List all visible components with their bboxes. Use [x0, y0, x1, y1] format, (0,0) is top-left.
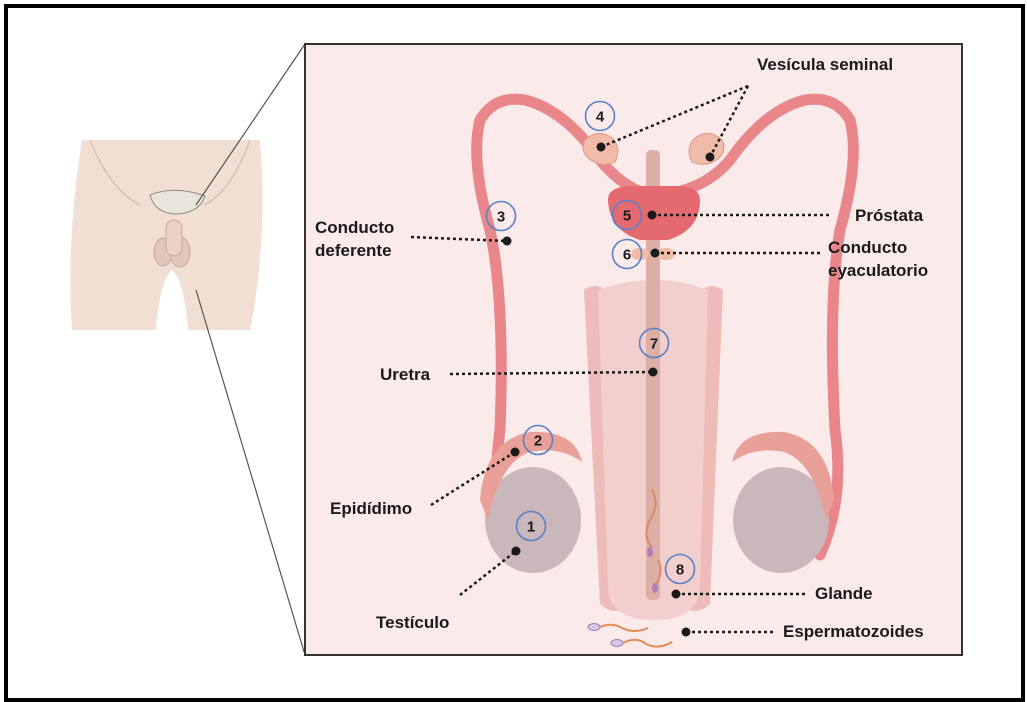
label-conducto-eyaculatorio-line2: eyaculatorio: [828, 261, 928, 280]
marker-3-label: 3: [497, 209, 505, 226]
marker-4-label: 4: [596, 109, 605, 126]
marker-5-label: 5: [623, 208, 631, 225]
marker-8-label: 8: [676, 562, 684, 579]
label-espermatozoides: Espermatozoides: [783, 622, 924, 641]
marker-6-label: 6: [623, 247, 631, 264]
zoom-line-bottom: [196, 290, 305, 655]
label-epididimo: Epidídimo: [330, 499, 412, 518]
marker-7-label: 7: [650, 336, 658, 353]
label-prostata: Próstata: [855, 206, 924, 225]
label-conducto-deferente-line1: Conducto: [315, 218, 394, 237]
marker-2-label: 2: [534, 433, 542, 450]
label-glande: Glande: [815, 584, 873, 603]
label-testiculo: Testículo: [376, 613, 449, 632]
label-vesicula-seminal: Vesícula seminal: [757, 55, 893, 74]
label-conducto-deferente-line2: deferente: [315, 241, 392, 260]
label-uretra: Uretra: [380, 365, 431, 384]
body-thumbnail: [70, 140, 262, 330]
label-conducto-eyaculatorio-line1: Conducto: [828, 238, 907, 257]
marker-1-label: 1: [527, 519, 535, 536]
